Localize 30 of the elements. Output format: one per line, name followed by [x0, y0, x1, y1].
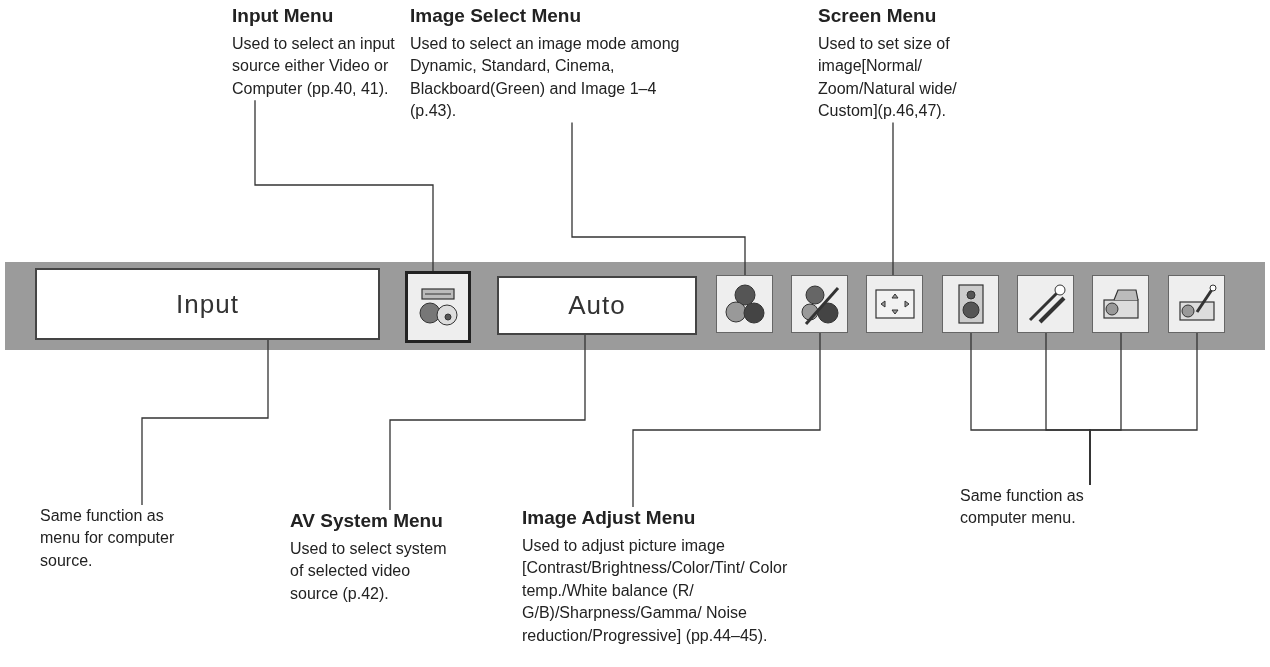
setting-tab [1017, 275, 1074, 333]
input-menu-tab [405, 271, 471, 343]
leader-line [1089, 332, 1198, 486]
leader-line [632, 332, 821, 508]
projector-tab [1092, 275, 1149, 333]
menu-heading: AV System Menu [290, 510, 444, 532]
menu-description: Used to select system of selected video source (p.42). [290, 539, 448, 604]
leader-line [571, 121, 746, 276]
menu-heading: Image Select Menu [410, 5, 583, 27]
leader-line [141, 339, 269, 506]
menu-heading: Screen Menu [818, 5, 938, 27]
menu-description: Used to select an image mode among Dynamic, Standard, Cinema, Blackboard(Green) and Image 1–4 (p.43). [410, 34, 681, 122]
menu-description: Used to select an input source either Video or Computer (pp.40, 41). [232, 34, 396, 99]
projector-tab [1168, 275, 1225, 333]
menu-field: Input [35, 268, 380, 340]
menu-heading: Input Menu [232, 5, 335, 27]
leader-line [892, 121, 894, 276]
note-text: Same function as menu for computer source. [40, 505, 208, 573]
image-adjust-tab [791, 275, 848, 333]
screen-tab [866, 275, 923, 333]
menu-description: Used to adjust picture image [Contrast/Brightness/Color/Tint/ Color temp./White balance (R/ G/B)/Sharpness/Gamma/ Noise reduction/Progressive] (pp.44–45). [522, 536, 789, 646]
sound-tab [942, 275, 999, 333]
leader-line [254, 99, 434, 272]
menu-field: Auto [497, 276, 697, 335]
leader-line [389, 334, 586, 511]
menu-bar [5, 262, 1265, 350]
menu-description: Used to set size of image[Normal/ Zoom/Natural wide/ Custom](p.46,47). [818, 34, 958, 122]
note-text: Same function as computer menu. [960, 485, 1120, 530]
image-select-tab [716, 275, 773, 333]
menu-heading: Image Adjust Menu [522, 507, 697, 529]
